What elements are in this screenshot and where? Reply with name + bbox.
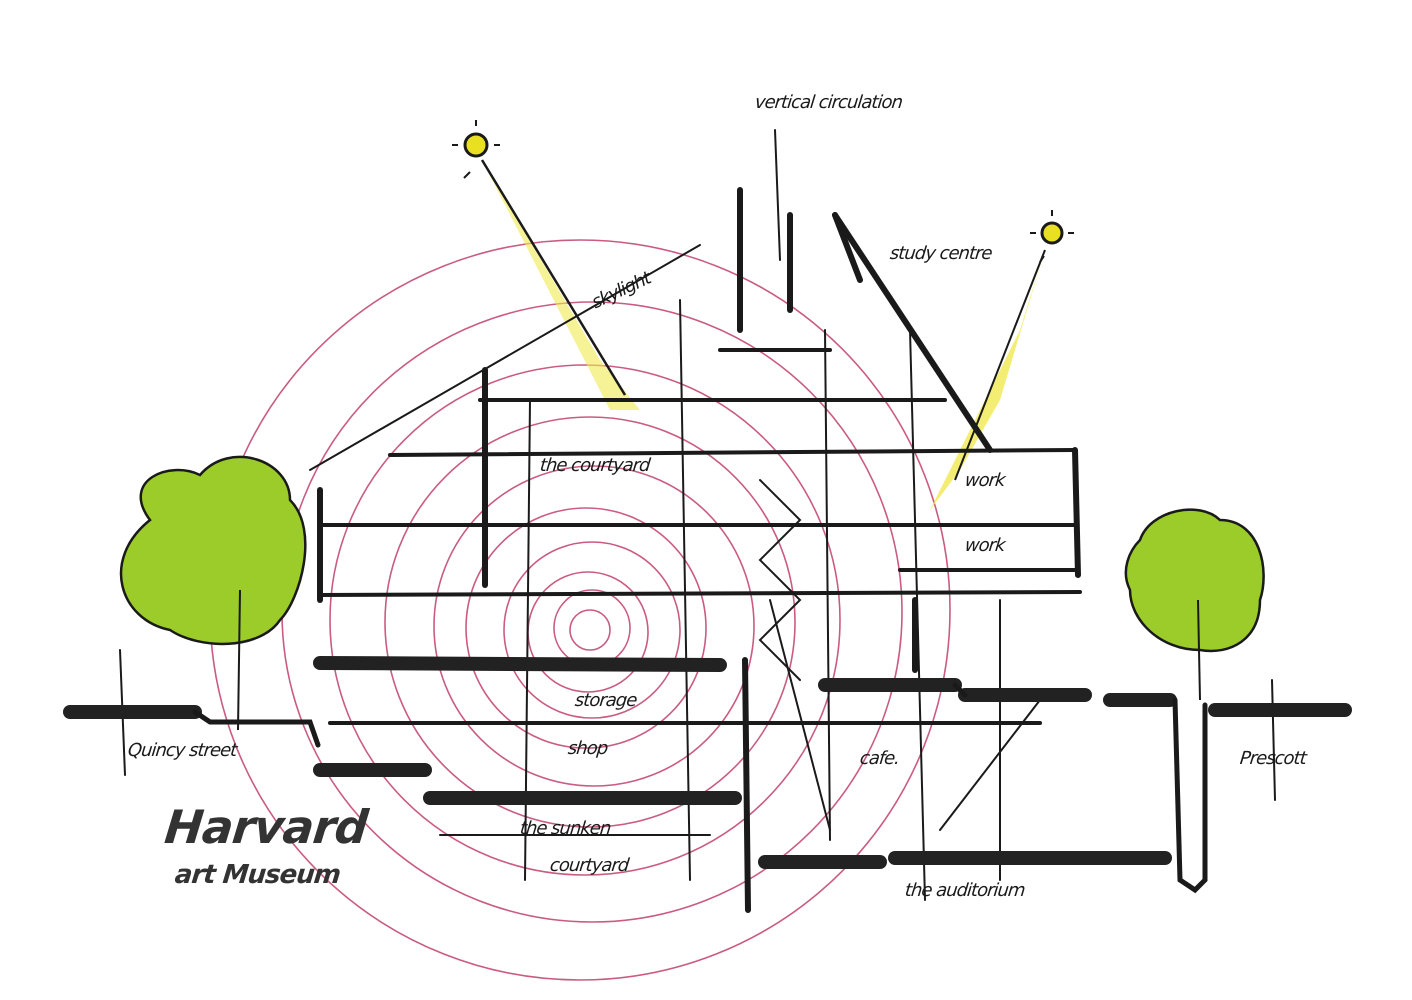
sketch-title: Harvard (162, 800, 370, 854)
label-shop: shop (566, 738, 609, 759)
label-office-2: work (963, 535, 1006, 556)
label-cafe: cafe. (858, 748, 901, 769)
sketch-subtitle: art Museum (173, 860, 342, 890)
label-quincy-street: Quincy street (126, 740, 238, 761)
building-section (63, 129, 1352, 913)
label-sunken-courtyard-2: courtyard (548, 855, 630, 876)
label-prescott: Prescott (1238, 748, 1307, 769)
label-study-centre: study centre (888, 243, 993, 264)
label-storage: storage (573, 690, 638, 711)
label-sunken-courtyard-1: the sunken (518, 818, 612, 839)
tree-icon (119, 455, 1265, 731)
sun-icon (452, 120, 1074, 263)
label-courtyard: the courtyard (538, 455, 651, 476)
light-rays (480, 159, 1046, 510)
label-auditorium: the auditorium (903, 880, 1026, 901)
label-vertical-circulation: vertical circulation (753, 92, 904, 113)
label-office-1: work (963, 470, 1006, 491)
spiral (209, 239, 951, 981)
